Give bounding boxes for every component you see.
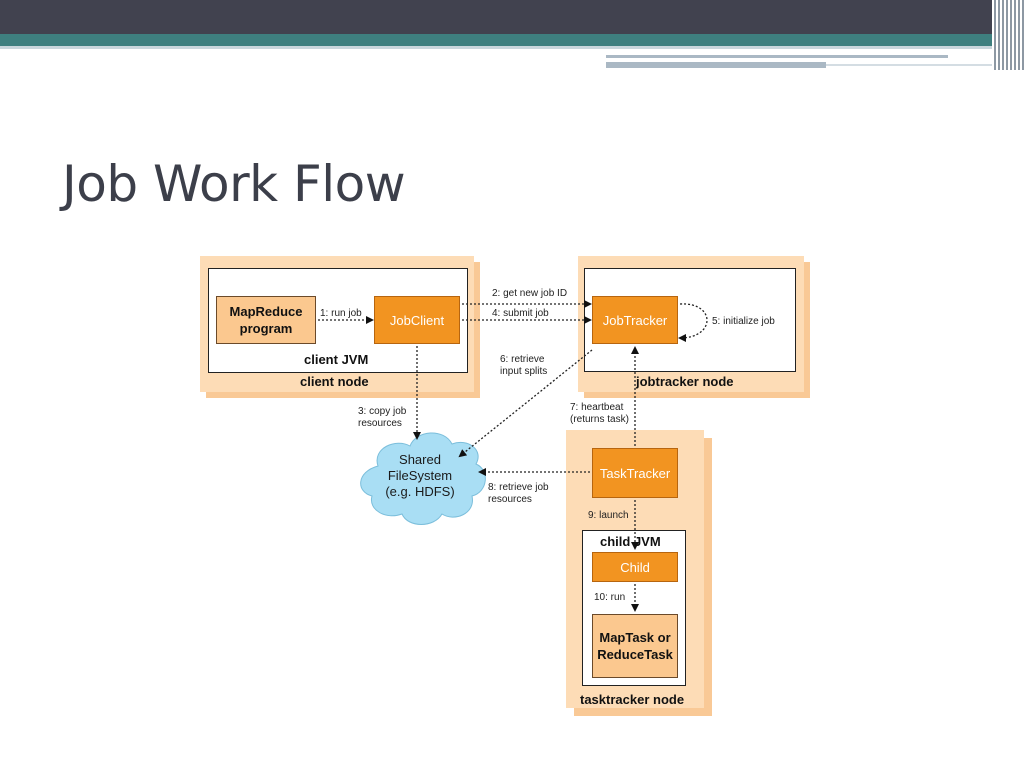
tasktracker-node-label: tasktracker node — [580, 692, 685, 707]
shared-fs-line: Shared — [399, 452, 441, 467]
slide-title: Job Work Flow — [62, 155, 406, 213]
mapreduce-program-box: MapReduce program — [216, 296, 316, 344]
shared-filesystem-label: Shared FileSystem (e.g. HDFS) — [372, 452, 468, 500]
child-jvm-label: child JVM — [600, 534, 661, 549]
jobtracker-node-label: jobtracker node — [636, 374, 734, 389]
arrow-retrieve-input-splits — [458, 349, 593, 458]
step-label: (returns task) — [570, 414, 629, 425]
step-label: 6: retrieve — [500, 354, 545, 365]
child-box: Child — [592, 552, 678, 582]
shared-fs-line: FileSystem — [387, 468, 453, 483]
decorative-stripes — [992, 0, 1024, 70]
step-label: 4: submit job — [492, 308, 549, 319]
job-workflow-diagram: MapReduce program JobClient client JVM c… — [196, 252, 816, 722]
tasktracker-box: TaskTracker — [592, 448, 678, 498]
accent-line — [606, 62, 826, 68]
step-label: 10: run — [594, 592, 626, 603]
step-label: resources — [488, 494, 532, 505]
maptask-or-reducetask-box: MapTask or ReduceTask — [592, 614, 678, 678]
accent-line — [606, 55, 948, 58]
accent-line — [826, 64, 1004, 66]
step-label: 1: run job — [320, 308, 362, 319]
step-label: 7: heartbeat — [570, 402, 624, 413]
step-label: 5: initialize job — [712, 316, 775, 327]
step-label: input splits — [500, 366, 548, 377]
jobtracker-box: JobTracker — [592, 296, 678, 344]
step-label: resources — [358, 418, 402, 429]
step-label: 2: get new job ID — [492, 288, 568, 299]
shared-fs-line: (e.g. HDFS) — [385, 484, 455, 499]
diagram-connectors — [318, 300, 708, 612]
header-thin-band — [0, 46, 1000, 49]
header-teal-band — [0, 34, 1024, 46]
arrow-initialize-job — [678, 303, 708, 342]
client-jvm-label: client JVM — [304, 352, 369, 367]
step-label: 9: launch — [588, 510, 629, 521]
client-node-label: client node — [300, 374, 369, 389]
step-label: 3: copy job — [358, 406, 407, 417]
step-label: 8: retrieve job — [488, 482, 549, 493]
header-dark-band — [0, 0, 1024, 34]
jobclient-box: JobClient — [374, 296, 460, 344]
